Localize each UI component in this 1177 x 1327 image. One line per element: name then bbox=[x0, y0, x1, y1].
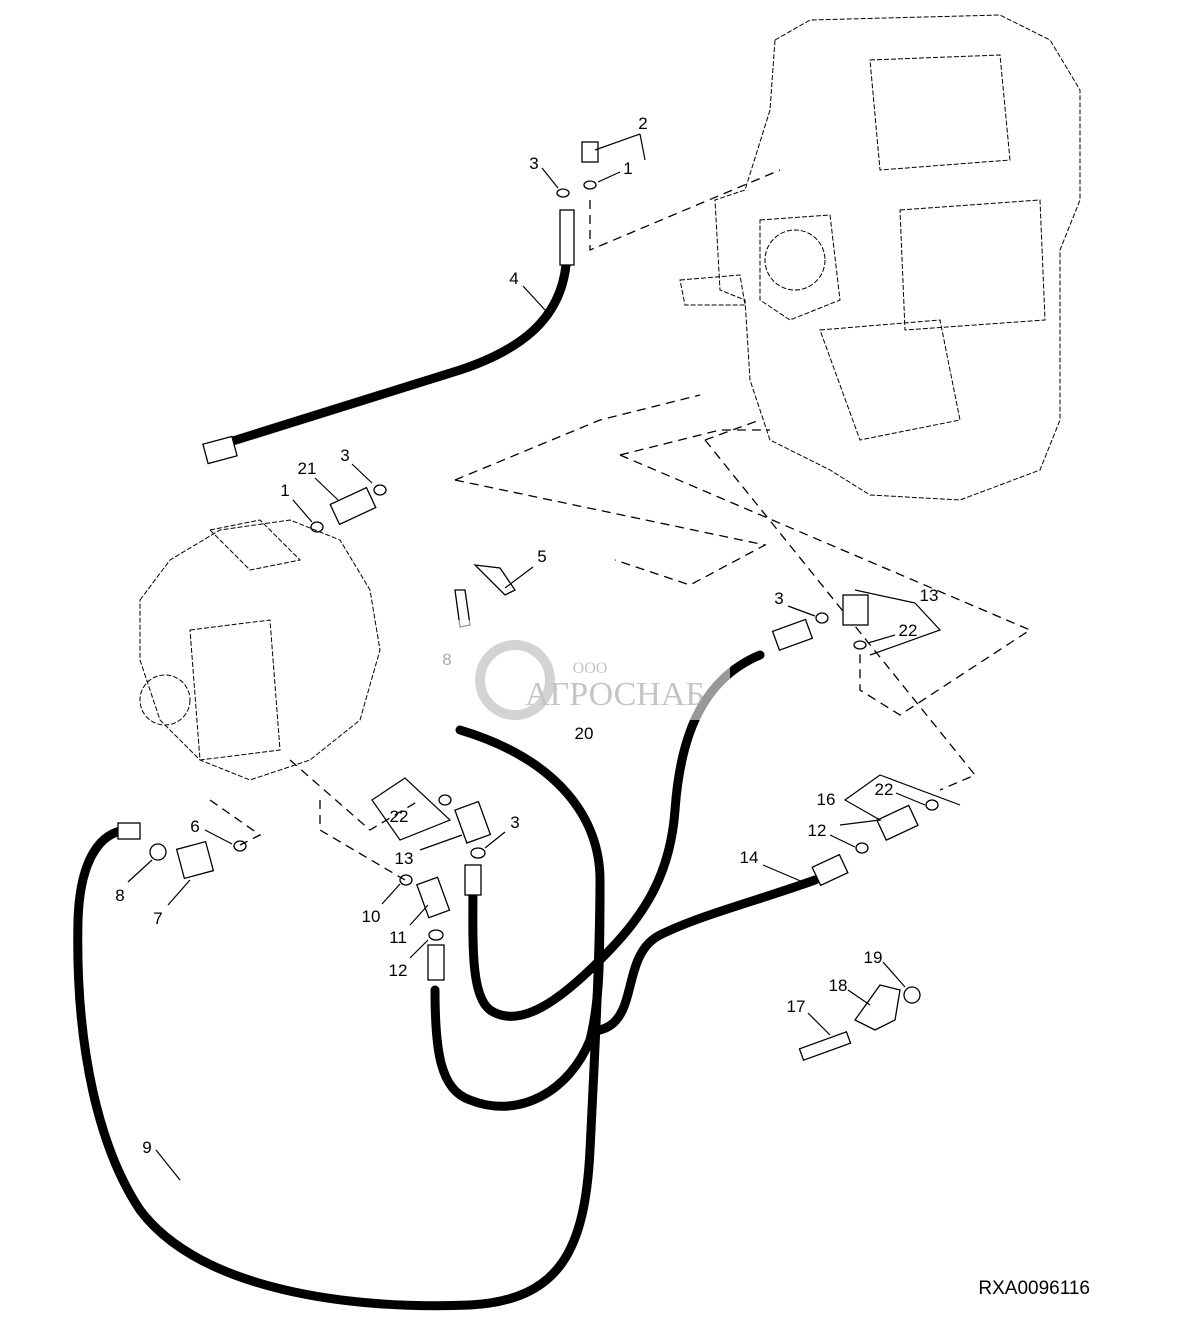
callout-labels: 2 3 1 4 21 3 1 5 8 20 3 13 22 16 22 12 1… bbox=[115, 114, 938, 1157]
o-ring-12 bbox=[855, 842, 869, 854]
hose-end-fitting bbox=[117, 822, 141, 840]
callout-3: 3 bbox=[529, 154, 538, 173]
engine-housing bbox=[139, 519, 381, 781]
callout-8: 8 bbox=[115, 886, 124, 905]
adapter-21 bbox=[329, 486, 377, 526]
o-ring-1 bbox=[310, 521, 324, 533]
o-ring-10 bbox=[399, 874, 413, 886]
callout-3: 3 bbox=[340, 446, 349, 465]
watermark-name: АГРОСНАБ bbox=[525, 676, 705, 713]
clamp-8 bbox=[149, 843, 167, 861]
hose-end-fitting bbox=[559, 209, 575, 266]
o-ring-22 bbox=[438, 794, 452, 806]
hoses bbox=[73, 260, 820, 1311]
callout-13: 13 bbox=[395, 849, 414, 868]
callout-22: 22 bbox=[899, 621, 918, 640]
o-ring-3 bbox=[373, 484, 387, 496]
o-ring-22 bbox=[925, 799, 939, 811]
callout-12: 12 bbox=[808, 821, 827, 840]
part-5 bbox=[473, 564, 516, 596]
o-ring-1 bbox=[583, 180, 597, 190]
callout-17: 17 bbox=[787, 997, 806, 1016]
hose-end-fitting bbox=[771, 618, 814, 652]
callout-22: 22 bbox=[390, 807, 409, 826]
fittings bbox=[117, 141, 939, 1062]
elbow-fitting-7 bbox=[175, 840, 215, 880]
hose-14 bbox=[595, 875, 820, 1035]
callout-4: 4 bbox=[509, 269, 518, 288]
callout-14: 14 bbox=[740, 848, 759, 867]
callout-6: 6 bbox=[190, 817, 199, 836]
callout-16: 16 bbox=[817, 790, 836, 809]
drawing-code: RXA0096116 bbox=[978, 1278, 1090, 1299]
callout-11: 11 bbox=[389, 928, 407, 947]
callout-2: 2 bbox=[638, 114, 647, 133]
callout-21: 21 bbox=[298, 459, 317, 478]
clamp-18 bbox=[854, 984, 901, 1031]
nut-19 bbox=[903, 986, 921, 1004]
hose-end-fitting bbox=[464, 864, 482, 896]
callout-3: 3 bbox=[774, 589, 783, 608]
elbow-fitting-13 bbox=[842, 594, 869, 626]
elbow-fitting-2 bbox=[581, 141, 599, 163]
hose-4 bbox=[215, 260, 571, 450]
callout-12: 12 bbox=[389, 961, 408, 980]
hose-20 bbox=[430, 875, 605, 1111]
transmission-housing bbox=[679, 14, 1081, 501]
bolt-17 bbox=[798, 1030, 852, 1062]
callout-9: 9 bbox=[142, 1138, 151, 1157]
callout-19: 19 bbox=[864, 948, 883, 967]
assembly-dashed-lines bbox=[209, 169, 1032, 881]
callout-13: 13 bbox=[920, 586, 939, 605]
callout-20: 20 bbox=[575, 724, 594, 743]
o-ring-22 bbox=[853, 640, 867, 650]
o-ring-3 bbox=[470, 847, 486, 859]
callout-18: 18 bbox=[829, 976, 848, 995]
elbow-fitting-11 bbox=[416, 876, 451, 919]
callout-leaders bbox=[127, 133, 961, 1181]
callout-22: 22 bbox=[875, 780, 894, 799]
o-ring-3 bbox=[815, 612, 829, 624]
callout-5: 5 bbox=[537, 547, 546, 566]
watermark-prefix: ООО bbox=[573, 660, 608, 677]
adapter-16 bbox=[876, 804, 919, 842]
callout-10: 10 bbox=[362, 907, 381, 926]
callout-7: 7 bbox=[153, 909, 162, 928]
callout-1: 1 bbox=[280, 481, 289, 500]
o-ring-12 bbox=[428, 929, 444, 941]
callout-1: 1 bbox=[623, 159, 632, 178]
hose-end-fitting bbox=[811, 853, 849, 887]
callout-3: 3 bbox=[510, 813, 519, 832]
o-ring-6 bbox=[233, 840, 247, 852]
o-ring-3 bbox=[556, 188, 570, 198]
watermark-logo: ООО АГРОСНАБ bbox=[440, 620, 730, 720]
hose-end-fitting bbox=[202, 435, 238, 465]
hose-end-fitting bbox=[427, 944, 445, 981]
callout-8: 8 bbox=[442, 650, 451, 669]
elbow-fitting-13 bbox=[454, 800, 492, 844]
hose-upper bbox=[468, 650, 765, 1021]
